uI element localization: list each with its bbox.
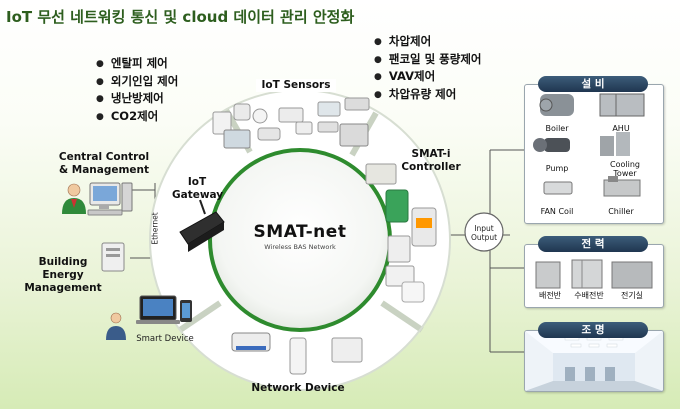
io-line2: Output — [470, 233, 498, 242]
power-icons — [535, 259, 653, 289]
lighting-panel — [524, 330, 664, 392]
boiler-icon — [539, 94, 574, 116]
iot-gateway-label: IoT Gateway — [172, 176, 224, 202]
ethernet-label: Ethernet — [150, 212, 160, 245]
central-control-label: Central Control & Management — [52, 151, 156, 177]
electrical-room-caption: 전기실 — [620, 291, 644, 300]
equipment-panel-title: 설 비 — [538, 76, 648, 92]
list-item: 외기인입 제어 — [96, 74, 178, 92]
boiler-caption: Boiler — [545, 124, 569, 133]
bem-label: Building Energy Management — [22, 256, 104, 295]
chiller-caption: Chiller — [608, 207, 634, 216]
bem-line1: Building — [38, 256, 88, 268]
chiller-icon — [603, 176, 641, 197]
smart-devices — [106, 295, 192, 340]
smat-net-logo: SMAT-net Wireless BAS Network — [240, 222, 360, 251]
io-line1: Input — [474, 224, 494, 233]
logo-subtitle: Wireless BAS Network — [264, 243, 336, 251]
cooling-tower-caption: Cooling Tower — [610, 160, 640, 178]
right-control-list: 차압제어 팬코일 및 풍량제어 VAV제어 차압유량 제어 — [374, 34, 482, 104]
list-item: 차압유량 제어 — [374, 87, 482, 105]
central-line1: Central Control — [58, 151, 150, 163]
gateway-line2: Gateway — [172, 189, 224, 201]
central-line2: & Management — [58, 164, 150, 176]
gateway-line1: IoT — [187, 176, 207, 188]
distribution-board-icon — [535, 261, 561, 289]
left-control-list: 엔탈피 제어 외기인입 제어 냉난방제어 CO2제어 — [96, 56, 178, 126]
iot-gateway-device — [179, 199, 225, 252]
smat-controller-label: SMAT-i Controller — [396, 148, 466, 174]
list-item: 팬코일 및 풍량제어 — [374, 52, 482, 70]
pump-icon — [533, 138, 570, 152]
controller-line1: SMAT-i — [411, 148, 451, 160]
switchgear-icon — [571, 259, 603, 289]
smart-device-label: Smart Device — [136, 334, 194, 344]
equipment-icons — [533, 93, 645, 197]
power-panel-title: 전 력 — [538, 236, 648, 252]
ahu-icon — [599, 93, 645, 117]
iot-sensor-devices — [212, 97, 370, 149]
lighting-room-image — [525, 331, 663, 391]
bem-line2: Energy — [42, 269, 84, 281]
bem-server — [101, 242, 125, 272]
cooling-tower-icon — [600, 132, 630, 156]
network-devices — [231, 332, 363, 375]
pump-caption: Pump — [545, 164, 569, 173]
switchgear-caption: 수배전반 — [574, 291, 604, 300]
controller-line2: Controller — [401, 161, 461, 173]
ahu-caption: AHU — [612, 124, 630, 133]
list-item: CO2제어 — [96, 109, 178, 127]
central-control-computer — [87, 182, 133, 216]
fan-coil-icon — [543, 181, 573, 195]
list-item: VAV제어 — [374, 69, 482, 87]
io-hub — [464, 212, 504, 252]
lighting-panel-title: 조 명 — [538, 322, 648, 338]
iot-sensors-label: IoT Sensors — [256, 79, 336, 92]
bem-line3: Management — [24, 282, 102, 294]
fan-coil-caption: FAN Coil — [540, 207, 574, 216]
distribution-board-caption: 배전반 — [538, 291, 562, 300]
operator-person — [62, 183, 86, 214]
list-item: 냉난방제어 — [96, 91, 178, 109]
smat-controller-devices — [365, 163, 437, 303]
io-hub-label: Input Output — [466, 224, 502, 242]
list-item: 엔탈피 제어 — [96, 56, 178, 74]
logo-text: SMAT-net — [253, 222, 347, 242]
network-device-label: Network Device — [251, 382, 345, 394]
electrical-room-icon — [611, 261, 653, 289]
page-title: IoT 무선 네트워킹 통신 및 cloud 데이터 관리 안정화 — [6, 8, 355, 26]
list-item: 차압제어 — [374, 34, 482, 52]
